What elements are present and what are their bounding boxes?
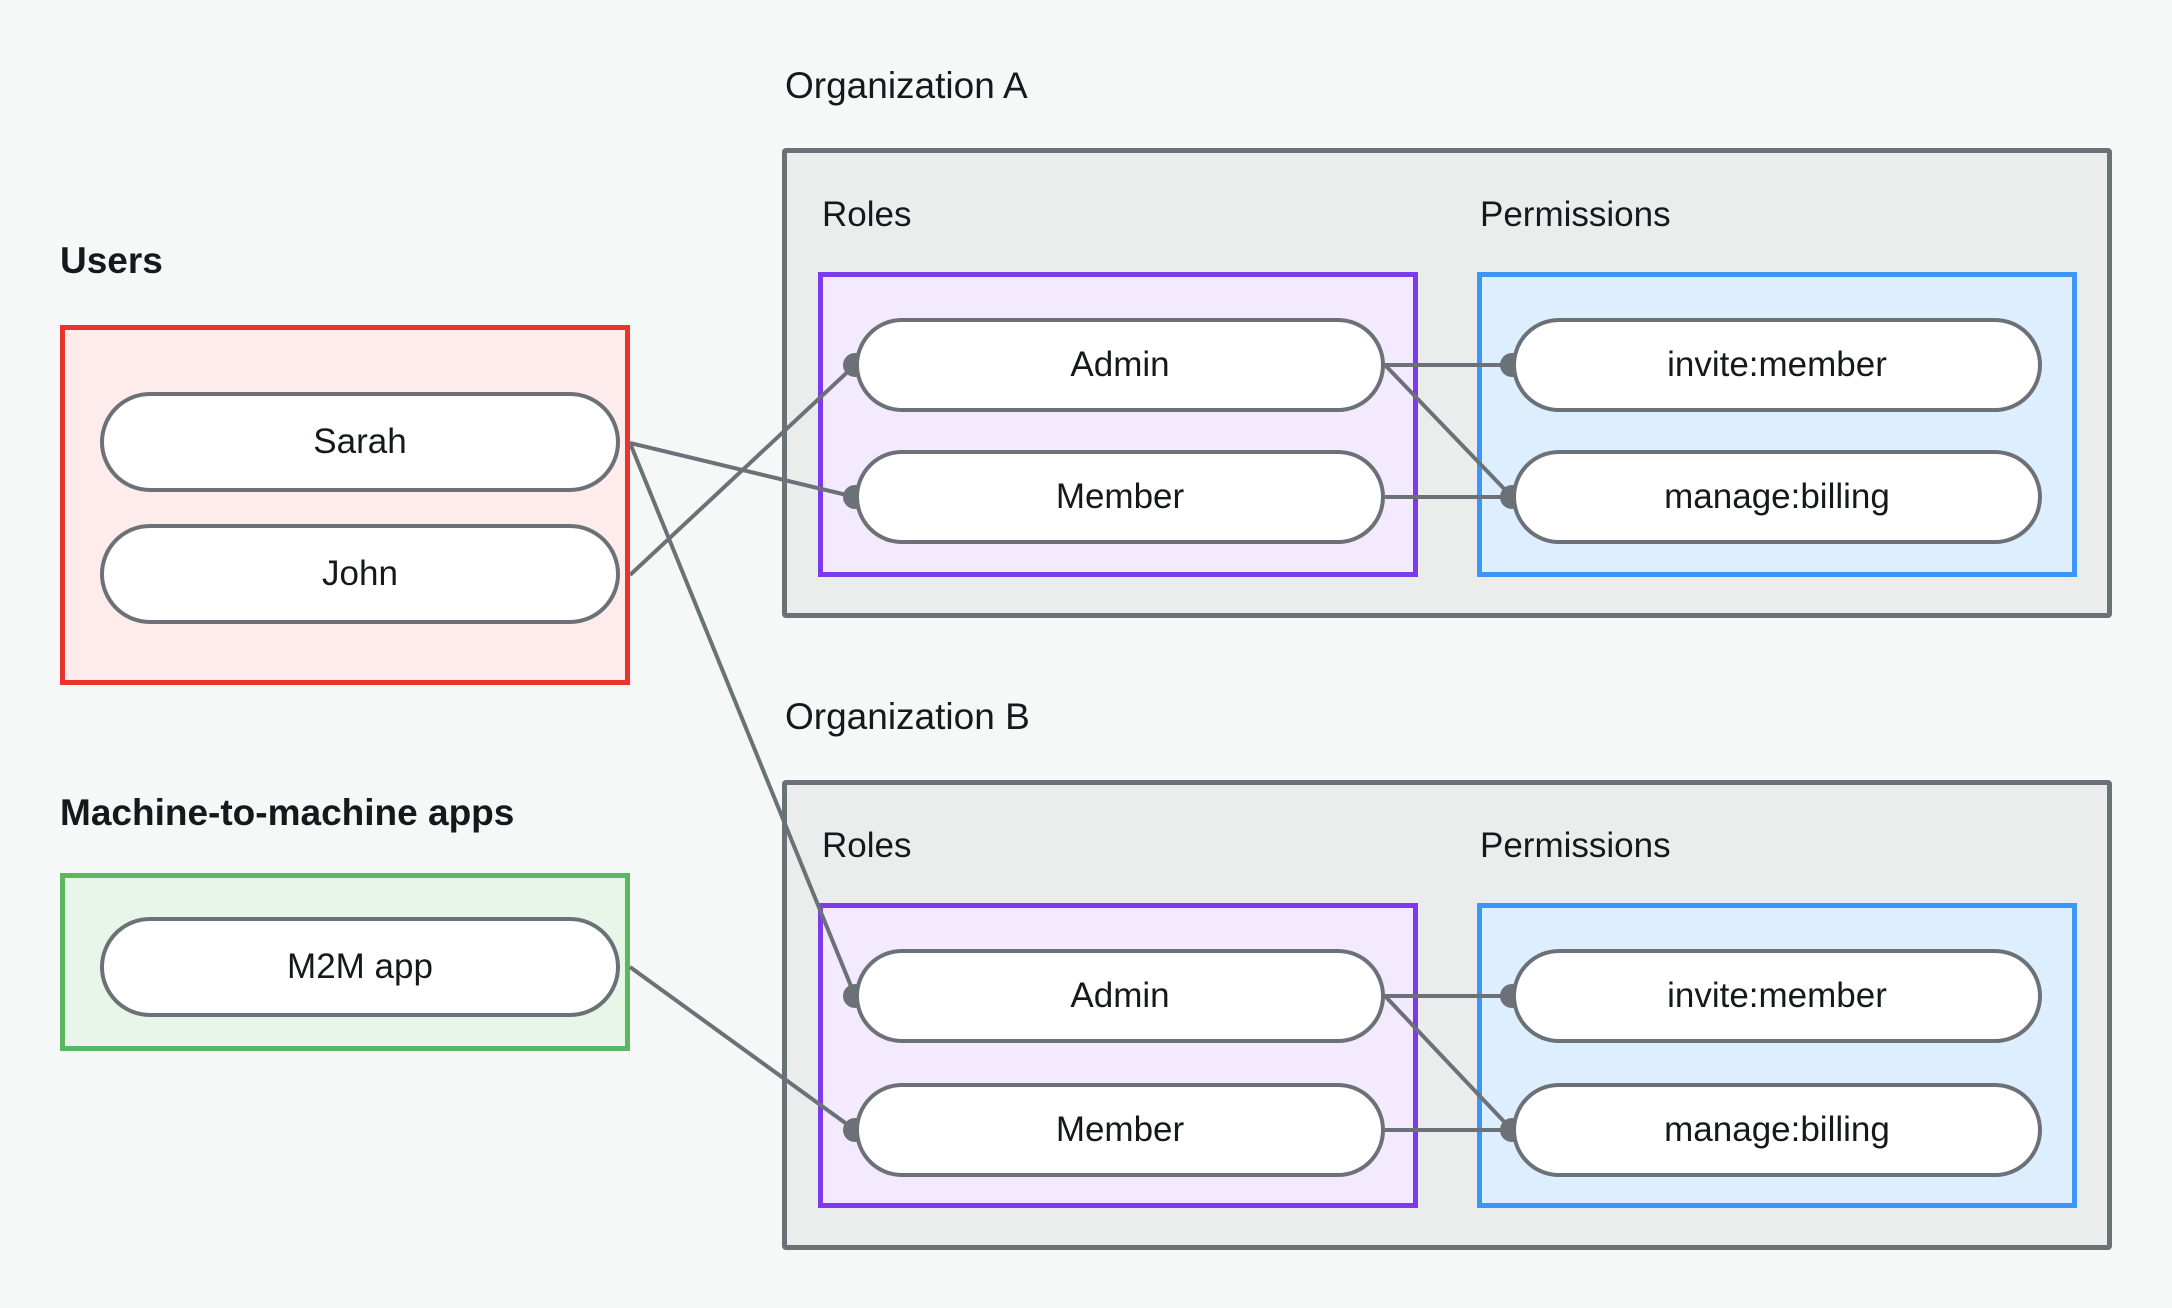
node-org-b-role-member[interactable]: Member (855, 1083, 1385, 1177)
node-org-a-permission-manage-billing[interactable]: manage:billing (1512, 450, 2042, 544)
m2m-group-title: Machine-to-machine apps (60, 792, 515, 833)
node-org-b-permission-manage-billing[interactable]: manage:billing (1512, 1083, 2042, 1177)
node-org-a-role-admin[interactable]: Admin (855, 318, 1385, 412)
org-b-title: Organization B (785, 696, 1030, 737)
node-org-a-role-member[interactable]: Member (855, 450, 1385, 544)
org-a-roles-label: Roles (822, 195, 912, 234)
org-b-roles-label: Roles (822, 826, 912, 865)
node-user-john[interactable]: John (100, 524, 620, 624)
users-group-title: Users (60, 240, 163, 281)
node-user-sarah[interactable]: Sarah (100, 392, 620, 492)
org-b-permissions-label: Permissions (1480, 826, 1671, 865)
node-org-b-permission-invite-member[interactable]: invite:member (1512, 949, 2042, 1043)
org-a-title: Organization A (785, 65, 1028, 106)
node-m2m-app[interactable]: M2M app (100, 917, 620, 1017)
node-org-a-permission-invite-member[interactable]: invite:member (1512, 318, 2042, 412)
org-a-permissions-label: Permissions (1480, 195, 1671, 234)
node-org-b-role-admin[interactable]: Admin (855, 949, 1385, 1043)
users-container (60, 325, 630, 685)
